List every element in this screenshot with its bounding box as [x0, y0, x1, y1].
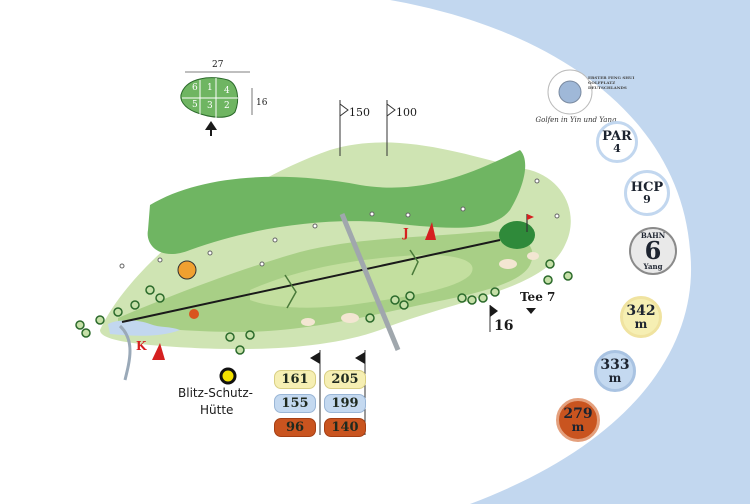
bunker-1 — [341, 313, 359, 323]
hole-badge: BAHN 6 Yang — [629, 227, 677, 275]
shelter-line2: Hütte — [200, 403, 234, 417]
par-label: PAR — [602, 129, 632, 144]
marker-100: 100 — [396, 106, 417, 119]
hole-sub: Yang — [643, 262, 663, 271]
fairway-highlight — [250, 254, 473, 308]
dist-left-red: 96 — [274, 418, 316, 437]
green-zone-2: 2 — [224, 101, 230, 111]
length-yellow-value: 342 — [626, 303, 656, 319]
hole16-label: 16 — [494, 318, 514, 334]
hole-number: 6 — [644, 236, 662, 265]
trees — [75, 259, 573, 355]
hazard-j-label: J — [403, 226, 409, 240]
post-flag-right — [355, 352, 365, 364]
logo-caption: Golfen in Yin und Yang — [535, 116, 617, 124]
water-area — [390, 0, 750, 504]
green-zone-1: 1 — [207, 83, 213, 93]
yin-yang-icon — [177, 260, 197, 280]
hcp-value: 9 — [643, 193, 651, 206]
cart-path — [339, 213, 401, 351]
post-flag-left — [310, 352, 320, 364]
dist-right-red: 140 — [324, 418, 366, 437]
hcp-label: HCP — [630, 180, 664, 195]
dist-left-blue: 155 — [274, 394, 316, 413]
dist-right-blue: 199 — [324, 394, 366, 413]
boundary-dots — [119, 178, 560, 269]
green-width-label: 27 — [212, 60, 224, 70]
length-blue-badge: 333 m — [594, 350, 636, 392]
hazard-k-label: K — [136, 339, 147, 353]
bunker-4 — [527, 252, 539, 260]
shelter-line1: Blitz-Schutz- — [178, 386, 253, 400]
green-zone-3: 3 — [207, 101, 213, 111]
chevron-2 — [409, 249, 419, 276]
bunker-2 — [301, 318, 315, 326]
hole-label: BAHN — [640, 231, 666, 240]
pin-flag — [527, 214, 534, 220]
par-badge: PAR 4 — [596, 121, 638, 163]
tee-marker — [526, 308, 536, 314]
putting-green — [499, 221, 535, 249]
green-depth-label: 16 — [256, 98, 268, 108]
length-red-badge: 279 m — [556, 398, 600, 442]
green-zone-6: 6 — [192, 83, 198, 93]
length-yellow-badge: 342 m — [620, 296, 662, 338]
chevron-1 — [284, 274, 297, 309]
green-zone-4: 4 — [224, 86, 230, 96]
hazard-flag-j — [425, 222, 436, 240]
hazard-flag-k — [152, 343, 165, 360]
length-red-value: 279 — [563, 406, 593, 422]
logo-arc-text: ERSTER FENG SHUI GOLFPLATZ DEUTSCHLANDS — [588, 75, 635, 90]
par-value: 4 — [613, 142, 621, 155]
length-blue-value: 333 — [600, 357, 630, 373]
orange-dot — [189, 309, 199, 319]
marker-150: 150 — [349, 106, 370, 119]
green-diagram — [180, 71, 253, 136]
length-red-unit: m — [571, 420, 585, 434]
green-zone-5: 5 — [192, 100, 198, 110]
length-blue-unit: m — [608, 371, 622, 385]
upper-strip — [147, 150, 526, 255]
dist-right-yellow: 205 — [324, 370, 366, 389]
shelter-icon — [219, 367, 237, 385]
play-line — [121, 239, 501, 323]
length-yellow-unit: m — [634, 317, 648, 331]
tee16-flag — [490, 305, 498, 317]
bunker-3 — [499, 259, 517, 269]
creek — [118, 324, 132, 381]
tee-label: Tee 7 — [520, 290, 556, 304]
dist-left-yellow: 161 — [274, 370, 316, 389]
logo-swirl — [558, 80, 582, 104]
hcp-badge: HCP 9 — [624, 170, 670, 216]
